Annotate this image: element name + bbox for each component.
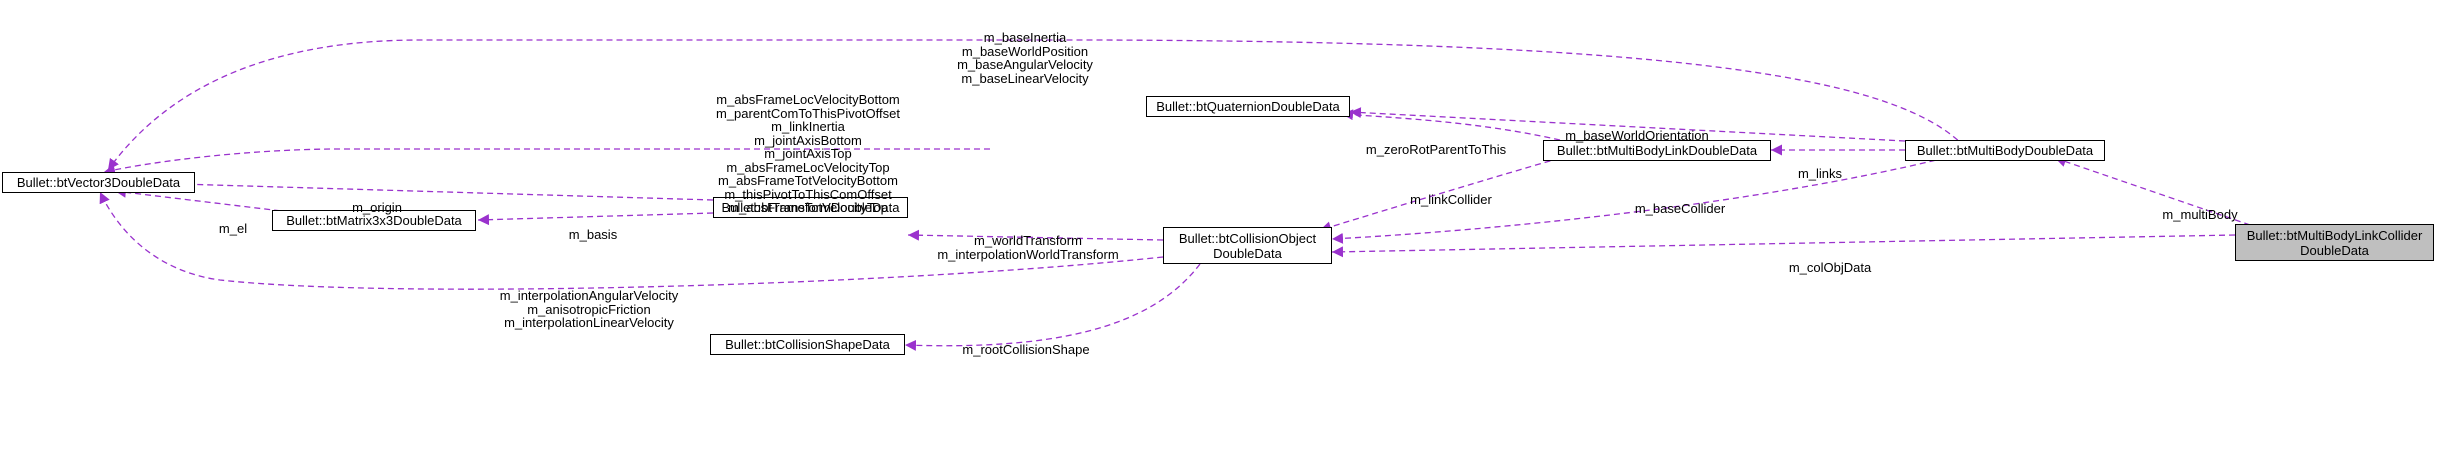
node-label: Bullet::btCollisionShapeData (725, 337, 890, 352)
node-label-line-1: Bullet::btCollisionObject (1178, 230, 1317, 246)
edge-collider-to-collision (1331, 234, 2236, 258)
node-label: Bullet::btTransformDoubleData (721, 200, 900, 215)
edge-label-link-to-collision: m_linkCollider (1410, 192, 1492, 207)
edge-label-multibody-to-quaternion: m_baseWorldOrientation (1565, 128, 1709, 143)
node-label: Bullet::btVector3DoubleData (16, 175, 181, 190)
edge-transform-to-matrix (477, 212, 714, 226)
edge-label-matrix-to-vector3: m_el (218, 221, 248, 236)
node-btmultibodylinkdoubledata[interactable]: Bullet::btMultiBodyLinkDoubleData (1543, 140, 1771, 161)
edge-collision-to-transform (907, 229, 1164, 241)
edge-label-collider-to-collision: m_colObjData (1788, 260, 1872, 275)
edge-collider-to-multibody (2054, 156, 2251, 226)
edge-collision-to-vector3 (99, 191, 1164, 290)
edge-link-to-vector3 (103, 148, 990, 176)
edge-multibody-to-quaternion (1349, 107, 1906, 142)
edge-multibody-to-vector3 (107, 39, 1966, 171)
node-label-line-2: DoubleData (1213, 245, 1282, 261)
node-label: Bullet::btMultiBodyDoubleData (1916, 143, 2094, 158)
node-btcollisionobjectdoubledata[interactable]: Bullet::btCollisionObject DoubleData (1163, 227, 1332, 264)
edge-label-multibody-to-collision: m_baseCollider (1634, 201, 1726, 216)
edge-label-collider-to-multibody: m_multiBody (2162, 207, 2238, 222)
node-label-line-1: Bullet::btMultiBodyLinkCollider (2246, 227, 2423, 243)
edge-label-transform-to-vector3: m_origin (352, 200, 402, 215)
node-label-line-2: DoubleData (2300, 242, 2369, 258)
edge-label-link-to-quaternion: m_zeroRotParentToThis (1365, 142, 1507, 157)
node-btmultibodylinkcolliderdoubledata[interactable]: Bullet::btMultiBodyLinkCollider DoubleDa… (2235, 224, 2434, 261)
node-btmultibodydoubledata[interactable]: Bullet::btMultiBodyDoubleData (1905, 140, 2105, 161)
node-btcollisionshapedata[interactable]: Bullet::btCollisionShapeData (710, 334, 905, 355)
edge-link-to-collision (1319, 157, 1561, 233)
edge-label-transform-to-matrix: m_basis (568, 227, 618, 242)
edge-label-multibody-to-link: m_links (1797, 166, 1843, 181)
edge-multibody-to-collision (1331, 157, 1946, 244)
edge-transform-to-vector3 (179, 178, 714, 201)
node-label: Bullet::btMatrix3x3DoubleData (286, 213, 462, 228)
edge-label-collision-to-shape: m_rootCollisionShape (962, 342, 1090, 357)
edge-collision-to-shape (904, 263, 1201, 351)
node-btquaterniondoubledata[interactable]: Bullet::btQuaternionDoubleData (1146, 96, 1350, 117)
edge-matrix-to-vector3 (114, 186, 291, 213)
node-label: Bullet::btMultiBodyLinkDoubleData (1556, 143, 1758, 158)
node-bttransformdoubledata[interactable]: Bullet::btTransformDoubleData (713, 197, 908, 218)
node-btvector3doubledata[interactable]: Bullet::btVector3DoubleData (2, 172, 195, 193)
node-label: Bullet::btQuaternionDoubleData (1156, 99, 1340, 114)
node-btmatrix3x3doubledata[interactable]: Bullet::btMatrix3x3DoubleData (272, 210, 476, 231)
